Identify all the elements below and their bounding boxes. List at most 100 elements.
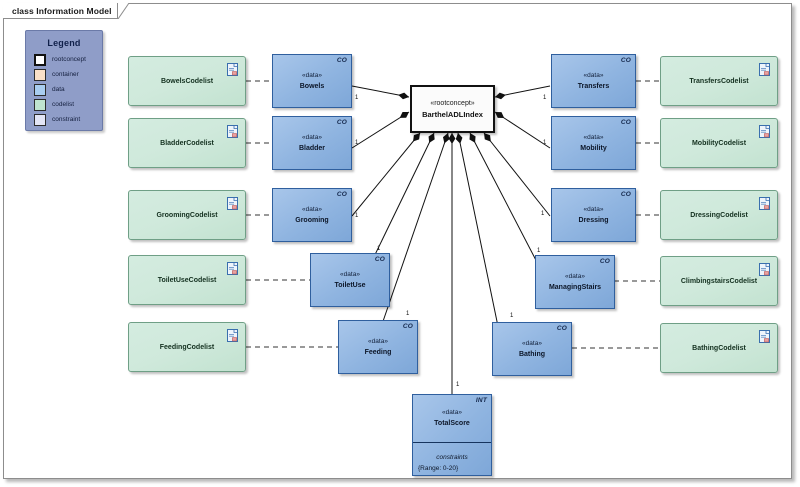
node-data-transfers[interactable]: CO «data» Transfers [551,54,636,108]
node-data-dressing[interactable]: CO «data» Dressing [551,188,636,242]
node-tag-managingstairs: CO [599,258,610,265]
multiplicity-managingstairs: 1 [537,248,541,254]
totalscore-constraints-compartment: constraints {Range: 0-20} [413,443,491,480]
codelist-name-bladder: BladderCodelist [160,139,214,147]
document-icon [759,330,770,343]
legend-swatch-container [34,68,46,81]
multiplicity-toiletuse: 1 [377,246,381,252]
node-data-managingstairs[interactable]: CO «data» ManagingStairs [535,255,615,309]
multiplicity-dressing: 1 [541,211,545,217]
node-data-feeding[interactable]: CO «data» Feeding [338,320,418,374]
document-icon [227,63,238,76]
document-icon [759,125,770,138]
multiplicity-bladder: 1 [355,140,359,146]
node-stereotype-managingstairs: «data» [565,272,585,280]
constraints-value: {Range: 0-20} [418,464,459,472]
node-tag-bowels: CO [336,57,347,64]
codelist-name-transfers: TransfersCodelist [689,77,749,85]
node-name-feeding: Feeding [364,348,392,356]
codelist-name-bathing: BathingCodelist [692,344,746,352]
legend-swatch-rootconcept [34,53,46,66]
node-rootconcept-barthel-adl-index[interactable]: «rootconcept» BarthelADLIndex [410,85,495,133]
node-stereotype-bladder: «data» [302,133,322,141]
node-stereotype-mobility: «data» [583,133,604,141]
legend-swatch-codelist [34,98,46,111]
node-tag-totalscore: INT [475,397,487,404]
totalscore-header: INT «data» TotalScore [413,395,491,443]
legend-label-rootconcept: rootconcept [52,56,86,63]
node-data-mobility[interactable]: CO «data» Mobility [551,116,636,170]
node-name-grooming: Grooming [295,216,329,224]
node-stereotype-bathing: «data» [522,339,542,347]
node-name-managingstairs: ManagingStairs [548,283,602,291]
node-codelist-grooming[interactable]: GroomingCodelist [128,190,246,240]
legend-item-constraint: constraint [34,113,102,126]
node-data-bladder[interactable]: CO «data» Bladder [272,116,352,170]
multiplicity-feeding: 1 [406,311,410,317]
codelist-name-climbingstairs: ClimbingstairsCodelist [680,277,758,285]
node-stereotype-toiletuse: «data» [340,270,360,278]
legend-item-container: container [34,68,102,81]
document-icon [759,263,770,276]
legend-title: Legend [47,38,81,48]
node-name-bladder: Bladder [298,144,326,152]
node-codelist-mobility[interactable]: MobilityCodelist [660,118,778,168]
node-tag-bladder: CO [336,119,347,126]
codelist-name-grooming: GroomingCodelist [156,211,218,219]
node-name-totalscore: TotalScore [434,420,470,427]
legend-label-data: data [52,86,65,93]
node-data-totalscore[interactable]: INT «data» TotalScore constraints {Range… [412,394,492,476]
node-codelist-bathing[interactable]: BathingCodelist [660,323,778,373]
node-tag-dressing: CO [620,191,631,198]
document-icon [227,329,238,342]
node-tag-bathing: CO [556,325,567,332]
node-data-bowels[interactable]: CO «data» Bowels [272,54,352,108]
node-codelist-transfers[interactable]: TransfersCodelist [660,56,778,106]
legend-label-container: container [52,71,79,78]
node-stereotype-bowels: «data» [302,71,322,79]
node-codelist-dressing[interactable]: DressingCodelist [660,190,778,240]
frame-title-label: class Information Model [12,5,112,16]
codelist-name-dressing: DressingCodelist [690,211,748,219]
rootconcept-name: BarthelADLIndex [422,110,483,119]
node-tag-mobility: CO [620,119,631,126]
node-codelist-feeding[interactable]: FeedingCodelist [128,322,246,372]
node-tag-transfers: CO [620,57,631,64]
node-stereotype-transfers: «data» [583,71,604,79]
node-name-mobility: Mobility [580,144,607,152]
legend-swatch-constraint [34,113,46,126]
multiplicity-bowels: 1 [355,95,359,101]
node-stereotype-feeding: «data» [368,337,388,345]
multiplicity-mobility: 1 [543,140,547,146]
node-data-bathing[interactable]: CO «data» Bathing [492,322,572,376]
codelist-name-mobility: MobilityCodelist [691,139,747,147]
node-data-toiletuse[interactable]: CO «data» ToiletUse [310,253,390,307]
node-codelist-toiletuse[interactable]: ToiletUseCodelist [128,255,246,305]
legend-item-rootconcept: rootconcept [34,53,102,66]
document-icon [759,197,770,210]
node-data-grooming[interactable]: CO «data» Grooming [272,188,352,242]
node-tag-feeding: CO [402,323,413,330]
node-tag-toiletuse: CO [374,256,385,263]
node-name-transfers: Transfers [577,82,610,90]
frame-tab-corner [117,3,129,19]
multiplicity-transfers: 1 [543,95,547,101]
multiplicity-bathing: 1 [510,313,514,319]
document-icon [227,125,238,138]
node-tag-grooming: CO [336,191,347,198]
codelist-name-feeding: FeedingCodelist [159,343,215,351]
node-stereotype-dressing: «data» [583,205,604,213]
frame-title-tab: class Information Model [3,3,129,19]
node-codelist-bladder[interactable]: BladderCodelist [128,118,246,168]
node-name-toiletuse: ToiletUse [334,281,366,289]
node-codelist-bowels[interactable]: BowelsCodelist [128,56,246,106]
constraints-title: constraints [436,453,468,461]
legend-item-codelist: codelist [34,98,102,111]
node-name-bathing: Bathing [518,350,546,358]
legend-label-constraint: constraint [52,116,81,123]
legend-label-codelist: codelist [52,101,75,108]
node-name-dressing: Dressing [578,216,609,224]
node-codelist-climbingstairs[interactable]: ClimbingstairsCodelist [660,256,778,306]
multiplicity-grooming: 1 [355,213,359,219]
